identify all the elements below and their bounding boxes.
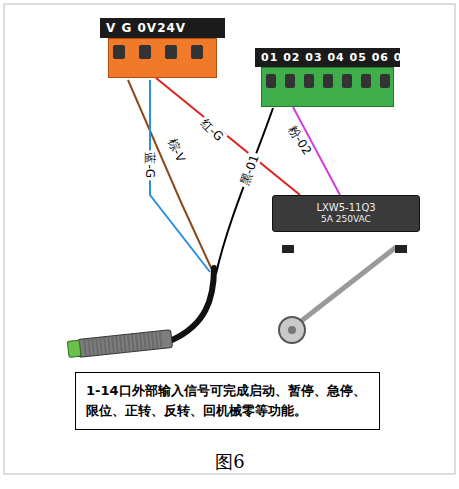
terminal-screw: [380, 74, 390, 88]
green-node: 01 02 03 04 05 06 07: [255, 48, 400, 107]
note-node: 1-14口外部输入信号可完成启动、暂停、急停、限位、正转、反转、回机械零等功能。: [75, 372, 380, 430]
terminal-plug: [108, 38, 217, 78]
terminal-label: 01 02 03 04 05 06 07: [255, 48, 400, 67]
switch-marking: LXW5-11Q3: [281, 202, 411, 214]
terminal-screw: [165, 45, 177, 59]
terminal-label: V G 0V24V: [100, 18, 225, 38]
terminal-screw: [266, 74, 276, 88]
wire-label: 棕-V: [164, 134, 189, 166]
drawing-part: [282, 245, 294, 253]
terminal-screw: [323, 74, 333, 88]
orange-node: V G 0V24V: [100, 18, 225, 78]
drawing-part: [128, 80, 213, 272]
switch-marking: 5A 250VAC: [281, 214, 411, 225]
drawing-part: [288, 326, 296, 334]
drawing-part: [300, 248, 395, 322]
terminal-screw: [285, 74, 295, 88]
wire-label: 红-G: [196, 115, 227, 146]
drawing-part: [395, 245, 407, 253]
terminal-screw: [139, 45, 151, 59]
switch-node: LXW5-11Q35A 250VAC: [272, 195, 420, 232]
drawing-part: [67, 330, 172, 359]
terminal-plug: [261, 67, 394, 107]
terminal-screw: [113, 45, 125, 59]
note-text: 1-14口外部输入信号可完成启动、暂停、急停、限位、正转、反转、回机械零等功能。: [86, 383, 366, 418]
wire-label: 蓝-G: [143, 150, 157, 180]
figure-caption: 图6: [215, 450, 244, 474]
terminal-screw: [304, 74, 314, 88]
drawing-part: [81, 331, 162, 357]
wire-label: 黑-01: [237, 151, 263, 189]
drawing-part: [150, 80, 210, 272]
terminal-screw: [342, 74, 352, 88]
terminal-screw: [361, 74, 371, 88]
drawing-part: [77, 330, 172, 358]
drawing-part: [67, 340, 81, 357]
drawing-part: [4, 4, 455, 474]
drawing-part: [172, 268, 214, 340]
drawing-part: [279, 317, 305, 343]
terminal-screw: [191, 45, 203, 59]
